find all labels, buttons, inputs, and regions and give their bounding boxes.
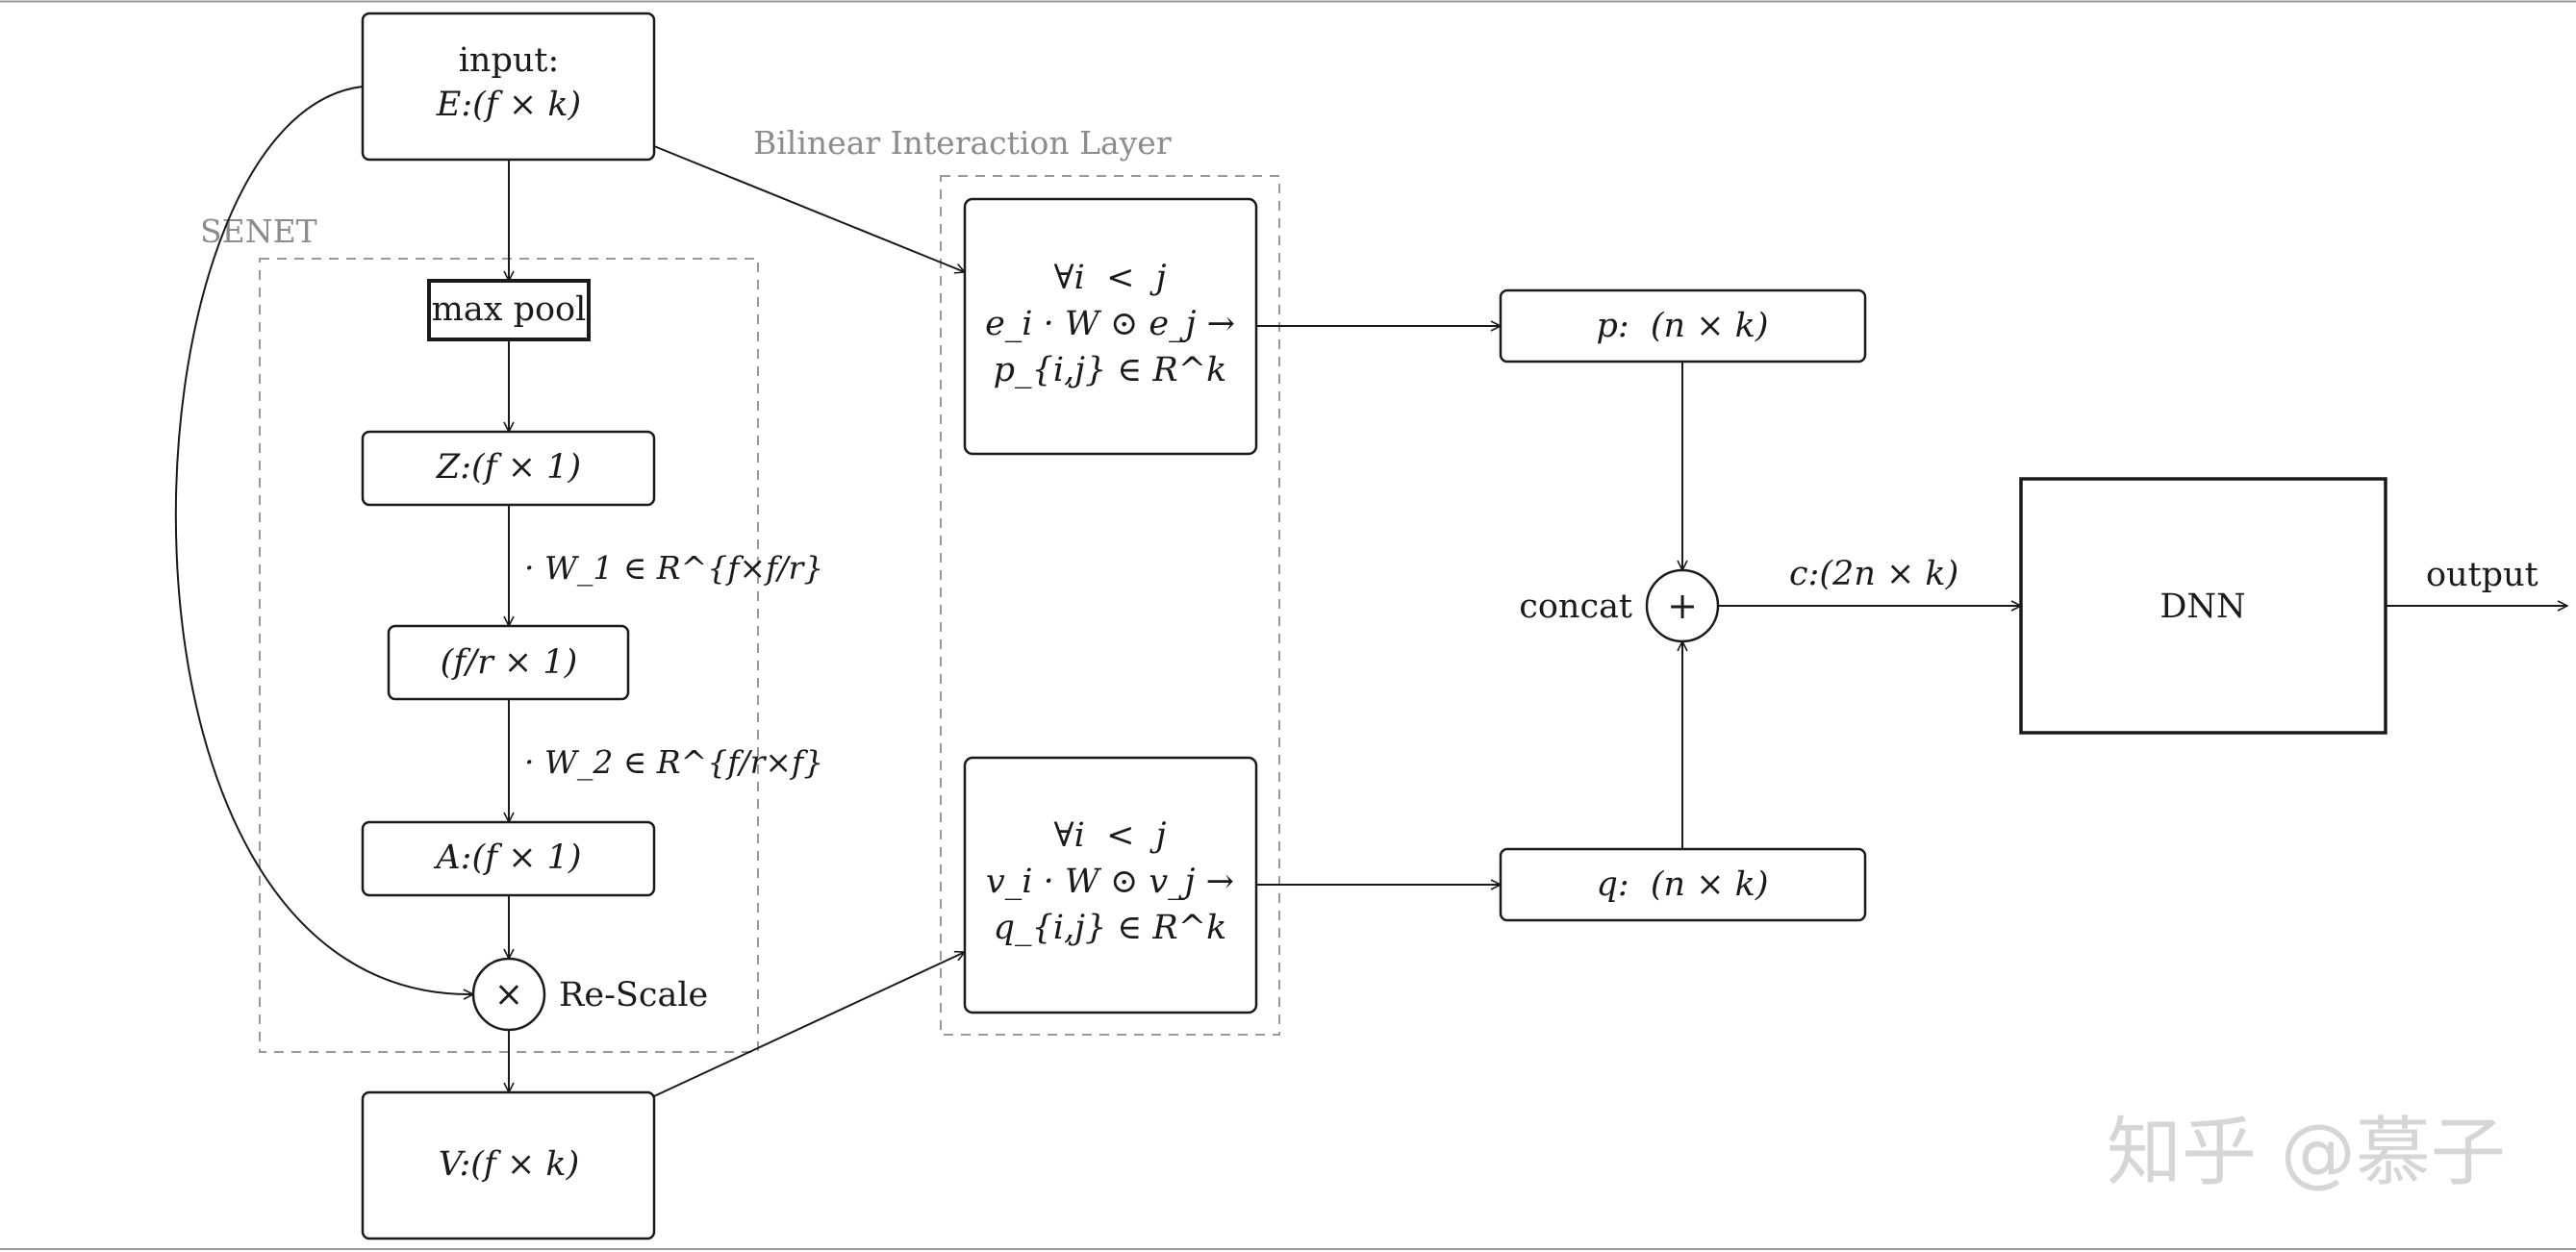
a-node-label: A:(f × 1) bbox=[433, 839, 581, 877]
edge-label-w1: · W_1 ∈ R^{f×f/r} bbox=[524, 549, 823, 588]
concat-label: concat bbox=[1519, 588, 1632, 626]
bilinear-group-box bbox=[940, 175, 1280, 1036]
v-node-label: V:(f × k) bbox=[439, 1145, 580, 1184]
edge-input-to-bilinear-top bbox=[653, 145, 965, 272]
plus-symbol: + bbox=[1667, 585, 1698, 627]
fr-node-label: (f/r × 1) bbox=[441, 643, 578, 682]
senet-group-label: SENET bbox=[200, 213, 317, 250]
bilinear-top-line2: e_i · W ⊙ e_j → bbox=[985, 305, 1235, 343]
input-node-shape: E:(f × k) bbox=[436, 86, 581, 124]
input-node-label: input: bbox=[459, 41, 560, 80]
edge-v-to-bilinear-bottom bbox=[653, 952, 965, 1097]
edge-label-output: output bbox=[2426, 556, 2538, 594]
bilinear-group-label: Bilinear Interaction Layer bbox=[753, 124, 1172, 162]
bilinear-bottom-line1: ∀i < j bbox=[1054, 816, 1167, 855]
bilinear-top-line3: p_{i,j} ∈ R^k bbox=[994, 351, 1227, 389]
q-node-label: q: (n × k) bbox=[1596, 865, 1768, 904]
edge-input-skip-to-multiply bbox=[174, 86, 473, 994]
bilinear-bottom-line2: v_i · W ⊙ v_j → bbox=[986, 863, 1234, 901]
rescale-label: Re-Scale bbox=[559, 976, 708, 1014]
dnn-node bbox=[2019, 477, 2387, 735]
edge-label-w2: · W_2 ∈ R^{f/r×f} bbox=[524, 743, 823, 782]
z-node-label: Z:(f × 1) bbox=[436, 448, 581, 487]
bilinear-top-line1: ∀i < j bbox=[1054, 259, 1167, 297]
dnn-node-label: DNN bbox=[2159, 588, 2245, 626]
maxpool-node bbox=[427, 279, 591, 341]
p-node-label: p: (n × k) bbox=[1596, 307, 1768, 345]
maxpool-node-label: max pool bbox=[432, 290, 587, 329]
multiply-symbol: × bbox=[494, 975, 523, 1014]
zhihu-watermark: 知乎 @慕子 bbox=[2107, 1110, 2506, 1196]
edge-label-c: c:(2n × k) bbox=[1789, 555, 1958, 593]
bilinear-bottom-line3: q_{i,j} ∈ R^k bbox=[994, 909, 1227, 947]
